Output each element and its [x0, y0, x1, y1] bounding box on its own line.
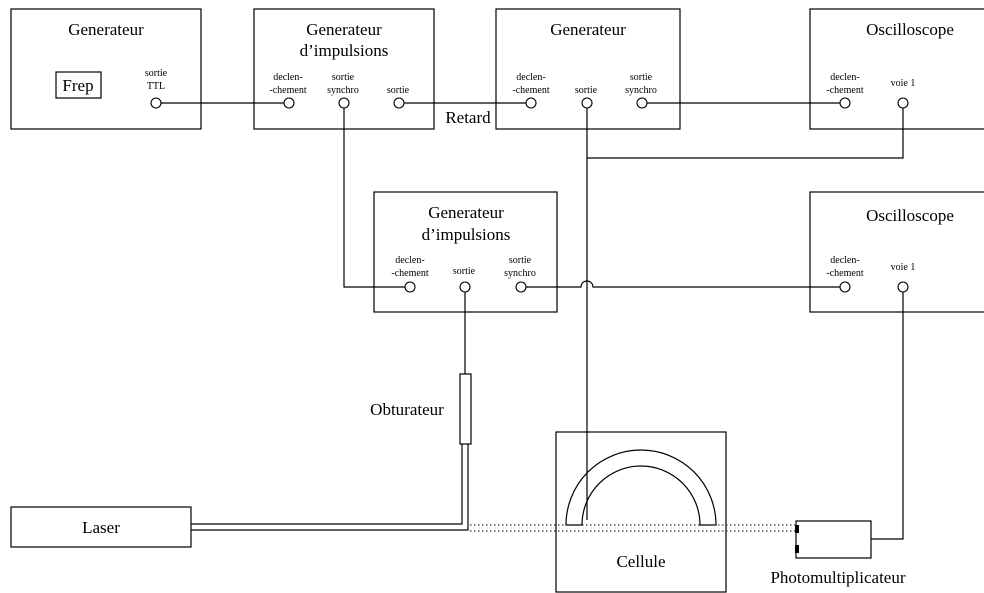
pulse1-trigger-label-2: -chement: [269, 85, 306, 96]
pulse2-trigger-port: [404, 281, 416, 293]
osc1-trigger-label-1: declen-: [830, 72, 859, 83]
osc2-channel-label: voie 1: [891, 262, 916, 273]
cell-arc: [565, 449, 717, 526]
laser-box: [10, 506, 192, 548]
gen2-out-port: [581, 97, 593, 109]
osc1-channel-port: [897, 97, 909, 109]
osc2-trigger-port: [839, 281, 851, 293]
pulse2-out-port: [459, 281, 471, 293]
shutter-box: [459, 373, 472, 445]
gen2-sync-label-1: sortie: [630, 72, 653, 83]
gen2-trigger-port: [525, 97, 537, 109]
pulse-generator-1-title-2: d’impulsions: [300, 41, 389, 60]
photomultiplier-window-top: [795, 525, 799, 533]
osc2-trigger-label-2: -chement: [826, 268, 863, 279]
generator-2-title: Generateur: [550, 20, 626, 39]
pulse-generator-1-title-1: Generateur: [306, 20, 382, 39]
laser-label: Laser: [82, 518, 120, 537]
cell-box: [555, 431, 727, 593]
laser-beam-lower: [191, 444, 469, 531]
generator-1-title: Generateur: [68, 20, 144, 39]
generator-2-box: [495, 8, 681, 130]
wire-pulse1-sync-to-pulse2: [343, 108, 405, 288]
gen2-out-label: sortie: [575, 85, 598, 96]
pulse1-trigger-label-1: declen-: [273, 72, 302, 83]
osc1-channel-label: voie 1: [891, 78, 916, 89]
wire-gen2-to-osc1-channel: [586, 108, 904, 159]
pulse1-trigger-port: [283, 97, 295, 109]
wire-osc2-to-photomultiplier: [871, 292, 904, 540]
delay-label: Retard: [445, 108, 491, 127]
gen1-out-label-1: sortie: [145, 68, 168, 79]
pulse1-out-port: [393, 97, 405, 109]
generator-1-box: [10, 8, 202, 130]
gen2-trigger-label-1: declen-: [516, 72, 545, 83]
pulse1-sync-label-1: sortie: [332, 72, 355, 83]
oscilloscope-2-title: Oscilloscope: [866, 206, 954, 225]
osc1-trigger-label-2: -chement: [826, 85, 863, 96]
pulse2-sync-label-2: synchro: [504, 268, 536, 279]
pulse1-sync-label-2: synchro: [327, 85, 359, 96]
gen1-ttl-port: [150, 97, 162, 109]
gen2-sync-label-2: synchro: [625, 85, 657, 96]
pulse2-trigger-label-2: -chement: [391, 268, 428, 279]
photomultiplier-box: [795, 520, 872, 559]
cell-label: Cellule: [616, 552, 665, 571]
photomultiplier-label: Photomultiplicateur: [770, 568, 905, 587]
pulse2-sync-port: [515, 281, 527, 293]
osc2-trigger-label-1: declen-: [830, 255, 859, 266]
pulse2-out-label: sortie: [453, 266, 476, 277]
frep-box: [55, 71, 102, 99]
laser-beam-upper: [191, 444, 463, 525]
wire-pulse2-sync-to-osc2: [526, 280, 840, 288]
gen2-sync-port: [636, 97, 648, 109]
pulse2-sync-label-1: sortie: [509, 255, 532, 266]
pulse-generator-2-title-2: d’impulsions: [422, 225, 511, 244]
frep-label: Frep: [62, 76, 93, 95]
osc2-channel-port: [897, 281, 909, 293]
pulse2-trigger-label-1: declen-: [395, 255, 424, 266]
shutter-label: Obturateur: [370, 400, 444, 419]
oscilloscope-1-title: Oscilloscope: [866, 20, 954, 39]
oscilloscope-2-box: [809, 191, 984, 313]
oscilloscope-1-box: [809, 8, 984, 130]
photomultiplier-window-bottom: [795, 545, 799, 553]
pulse1-sync-port: [338, 97, 350, 109]
gen1-out-label-2: TTL: [147, 81, 165, 92]
gen2-trigger-label-2: -chement: [512, 85, 549, 96]
pulse1-out-label: sortie: [387, 85, 410, 96]
osc1-trigger-port: [839, 97, 851, 109]
pulse-generator-2-title-1: Generateur: [428, 203, 504, 222]
